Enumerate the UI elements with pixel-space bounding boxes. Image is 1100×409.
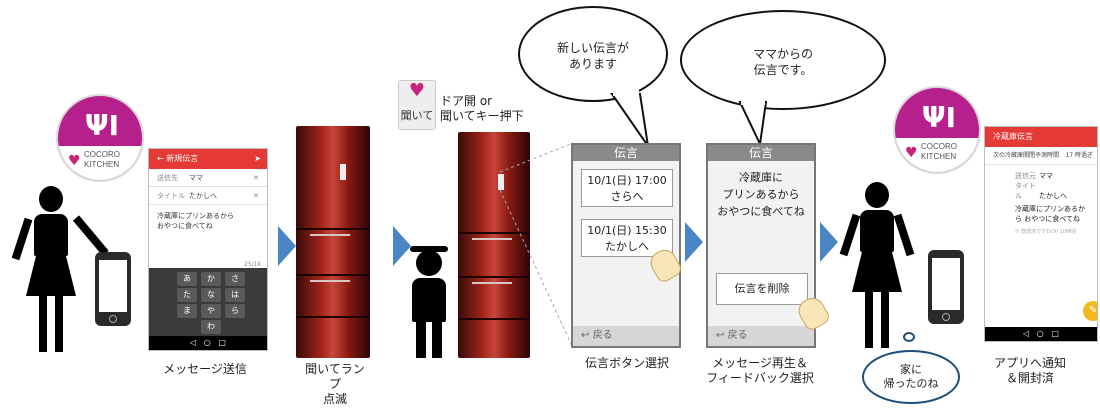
- title-field[interactable]: タイトルたかしへ ✕: [149, 187, 267, 205]
- mother-figure: [838, 182, 918, 352]
- compose-message-screen: ← 新規伝言➤ 送信先ママ✕ タイトルたかしへ✕ 冷蔵庫にプリンあるから おやつ…: [148, 148, 268, 351]
- key[interactable]: さ: [225, 272, 245, 286]
- fridge-display: [340, 164, 346, 180]
- message-text: 冷蔵庫にプリンあるからおやつに食べてね: [717, 171, 805, 218]
- child-figure: [404, 242, 454, 360]
- caption-app-notify: アプリへ通知＆開封済: [993, 356, 1066, 385]
- key[interactable]: や: [201, 304, 221, 318]
- thought-dot: [903, 332, 915, 342]
- logo-name-line2: KITCHEN: [84, 160, 120, 169]
- notify-note: ⑦ 既読済ですね(9) 10時頃: [1015, 229, 1077, 235]
- back-button[interactable]: ↩ 戻る: [708, 326, 814, 346]
- key[interactable]: な: [201, 288, 221, 302]
- key[interactable]: ま: [177, 304, 197, 318]
- message-body[interactable]: 冷蔵庫にプリンあるから おやつに食べてね: [157, 212, 234, 230]
- compose-header-title: 新規伝言: [166, 154, 199, 163]
- refrigerator: [296, 126, 370, 358]
- screen-title: 伝言: [573, 145, 679, 161]
- flow-arrow: [278, 226, 296, 266]
- key[interactable]: わ: [201, 320, 221, 334]
- char-counter: 25/1k: [244, 261, 261, 268]
- notify-header: 冷蔵庫伝言: [985, 127, 1097, 147]
- message-detail-screen: 伝言 冷蔵庫にプリンあるからおやつに食べてね 伝言を削除 ↩ 戻る: [706, 143, 816, 348]
- notify-card[interactable]: 送信元ママ タイトルたかしへ 冷蔵庫にプリンあるから おやつに食べてね ⑦ 既読…: [985, 165, 1097, 237]
- key[interactable]: は: [225, 288, 245, 302]
- fork-knife-icon: ΨI: [84, 109, 120, 142]
- keyboard[interactable]: あ か さ た な は ま や ら わ: [149, 268, 267, 336]
- mother-figure: [11, 186, 109, 356]
- key[interactable]: か: [201, 272, 221, 286]
- flow-arrow: [393, 226, 411, 266]
- speech-bubble-from-mama: ママからの伝言です。: [680, 10, 886, 110]
- speech-bubble-new-message: 新しい伝言があります: [518, 6, 668, 102]
- edit-fab[interactable]: ✎: [1083, 301, 1097, 321]
- flow-arrow: [820, 222, 838, 262]
- key[interactable]: あ: [177, 272, 197, 286]
- clear-icon[interactable]: ✕: [253, 192, 259, 200]
- screen-title: 伝言: [708, 145, 814, 161]
- to-label: 送信先: [157, 174, 178, 182]
- key[interactable]: た: [177, 288, 197, 302]
- smartphone-icon: [95, 252, 131, 326]
- caption-button-select: 伝言ボタン選択: [584, 356, 669, 370]
- logo-name-line1: COCORO: [921, 142, 957, 151]
- logo-name-line1: COCORO: [84, 150, 120, 159]
- delete-message-button[interactable]: 伝言を削除: [716, 273, 808, 305]
- heart-icon: ♥: [68, 153, 81, 169]
- android-nav-bar: ◁ ○ □: [985, 327, 1097, 341]
- refrigerator: [458, 132, 530, 358]
- heart-icon: ♥: [905, 145, 918, 161]
- caption-message-send: メッセージ送信: [163, 362, 247, 376]
- thought-bubble: 家に帰ったのね: [862, 350, 960, 404]
- title-label: タイトル: [157, 192, 185, 200]
- bubble-tail: [738, 100, 768, 148]
- send-icon[interactable]: ➤: [254, 154, 261, 163]
- to-field[interactable]: 送信先 ママ ✕: [149, 169, 267, 187]
- android-nav-bar: ◁ ○ □: [149, 336, 267, 350]
- compose-header: ← 新規伝言➤: [149, 149, 267, 169]
- to-value: ママ: [189, 174, 203, 182]
- bubble-tail: [610, 90, 649, 147]
- clear-icon[interactable]: ✕: [253, 174, 259, 182]
- kikite-label: 聞いて: [400, 109, 434, 122]
- caption-lamp-blink: 聞いてランプ点滅: [305, 362, 365, 406]
- smartphone-icon: [928, 250, 964, 324]
- back-button[interactable]: ↩ 戻る: [573, 326, 679, 346]
- key[interactable]: ら: [225, 304, 245, 318]
- heart-icon: ♥: [408, 80, 426, 101]
- caption-playback-feedback: メッセージ再生＆フィードバック選択: [706, 356, 814, 385]
- flow-arrow: [685, 222, 703, 262]
- title-value: たかしへ: [189, 192, 217, 200]
- logo-name-line2: KITCHEN: [921, 152, 957, 161]
- notify-body: 冷蔵庫にプリンあるから おやつに食べてね: [1015, 205, 1085, 223]
- fork-knife-icon: ΨI: [921, 101, 957, 134]
- fridge-display: [498, 174, 504, 190]
- kikite-button[interactable]: ♥ 聞いて: [398, 80, 436, 130]
